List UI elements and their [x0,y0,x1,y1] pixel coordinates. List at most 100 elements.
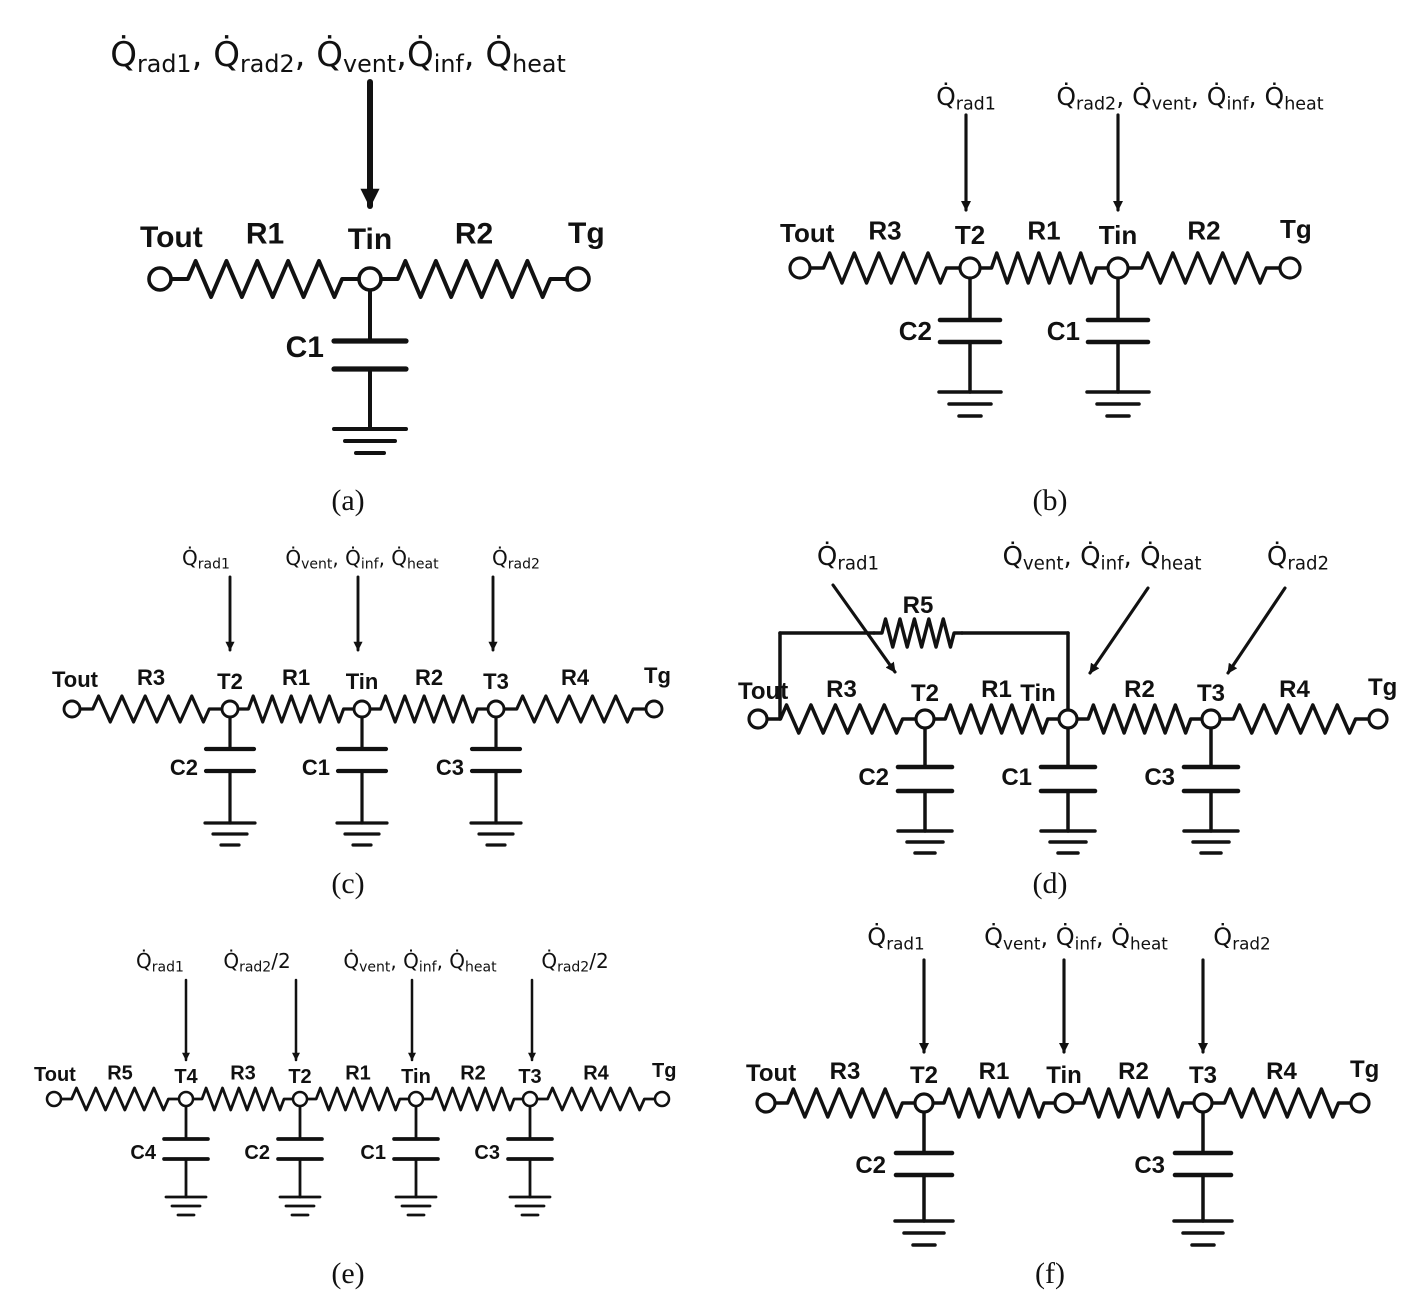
node-label-tout: Tout [140,221,203,254]
ground-symbol [1182,829,1240,855]
resistor-label-r1: R1 [979,1058,1010,1085]
node-label-t3: T3 [1189,1062,1217,1089]
resistor-r1 [169,259,361,299]
node-label-t3: T3 [1197,680,1225,707]
capacitor-c3 [506,1097,554,1217]
node-label-t4: T4 [174,1066,198,1088]
flux-label: Q̇rad1 [867,923,924,954]
resistor-r4 [502,694,648,724]
node-label-t3: T3 [483,669,509,694]
capacitor-c1 [331,277,409,455]
capacitor-label-c2: C2 [899,316,932,346]
node-label-tin: Tin [401,1066,431,1088]
capacitor-label-c3: C3 [1134,1152,1165,1179]
panel-caption: (a) [331,484,364,517]
node-tg [653,1090,671,1108]
heat-flow-arrow [831,583,897,674]
node-label-tg: Tg [1350,1056,1379,1083]
node-tin [1057,708,1079,730]
resistor-r3 [765,703,918,735]
node-label-t2: T2 [955,220,985,250]
node-label-t2: T2 [217,669,243,694]
node-label-tg: Tg [652,1060,676,1082]
resistor-label-r1: R1 [246,218,284,251]
capacitor-c1 [1038,717,1098,855]
resistor-r2 [1075,703,1204,735]
resistor-r3 [808,251,962,285]
flux-label: Q̇rad2/2 [541,949,608,976]
resistor-label-r2: R2 [1118,1058,1149,1085]
node-label-tin: Tin [346,669,379,694]
node-tout [147,266,173,292]
node-label-t2: T2 [288,1066,311,1088]
resistor-label-r1: R1 [981,676,1012,703]
resistor-label-r3: R3 [230,1063,256,1085]
flux-label: Q̇rad2 [1213,923,1270,954]
resistor-label-r2: R2 [1124,676,1155,703]
flux-label: Q̇rad1 [817,540,879,574]
node-t2 [220,699,240,719]
node-t2 [914,708,936,730]
node-tout [755,1092,777,1114]
capacitor-c1 [1085,266,1151,418]
capacitor-c2 [203,707,257,847]
flux-label: Q̇vent, Q̇inf, Q̇heat [984,923,1168,954]
panel-caption: (d) [1033,867,1068,900]
resistor-r4 [535,1086,657,1112]
capacitor-label-c3: C3 [436,755,464,780]
capacitor-c3 [1181,717,1241,855]
resistor-r1 [932,703,1061,735]
ground-symbol [164,1195,208,1217]
resistor-label-r2: R2 [1187,216,1220,246]
resistor-r2 [379,259,569,299]
heat-flow-arrow [1088,586,1150,675]
resistor-label-r5: R5 [903,592,934,619]
node-t3 [1200,708,1222,730]
resistor-r3 [191,1086,295,1112]
capacitor-label-c1: C1 [360,1142,386,1164]
resistor-label-r4: R4 [561,665,590,690]
node-label-tin: Tin [1099,220,1138,250]
node-label-tg: Tg [1280,214,1312,244]
capacitor-c4 [162,1097,210,1217]
node-tin [357,266,383,292]
node-t3 [521,1090,539,1108]
node-label-t2: T2 [910,1062,938,1089]
capacitor-label-c1: C1 [1047,316,1080,346]
node-tg [1349,1092,1371,1114]
capacitor-label-c1: C1 [302,755,330,780]
resistor-r3 [78,694,224,724]
panel-caption: (c) [331,867,364,900]
capacitor-label-c2: C2 [170,755,198,780]
resistor-r1 [305,1086,411,1112]
capacitor-label-c2: C2 [855,1152,886,1179]
resistor-label-r2: R2 [455,218,493,251]
flux-label: Q̇rad2/2 [223,949,290,976]
ground-symbol [469,821,523,847]
ground-symbol [278,1195,322,1217]
capacitor-label-c1: C1 [286,331,324,364]
node-label-tout: Tout [34,1064,76,1086]
resistor-label-r3: R3 [826,676,857,703]
node-label-tout: Tout [738,678,788,705]
ground-symbol [394,1195,438,1217]
resistor-r3 [773,1087,917,1119]
resistor-r5 [59,1086,181,1112]
resistor-r5 [872,617,964,649]
resistor-r1 [978,251,1110,285]
node-label-tout: Tout [52,667,99,692]
capacitor-label-c2: C2 [244,1142,270,1164]
resistor-r4 [1210,1087,1353,1119]
heat-flow-arrow [1226,586,1287,675]
ground-symbol [203,821,257,847]
node-label-tin: Tin [348,223,392,256]
node-tout [62,699,82,719]
resistor-r1 [236,694,356,724]
node-t2 [291,1090,309,1108]
node-label-t2: T2 [911,680,939,707]
node-label-tin: Tin [1020,680,1056,707]
resistor-r1 [931,1087,1057,1119]
